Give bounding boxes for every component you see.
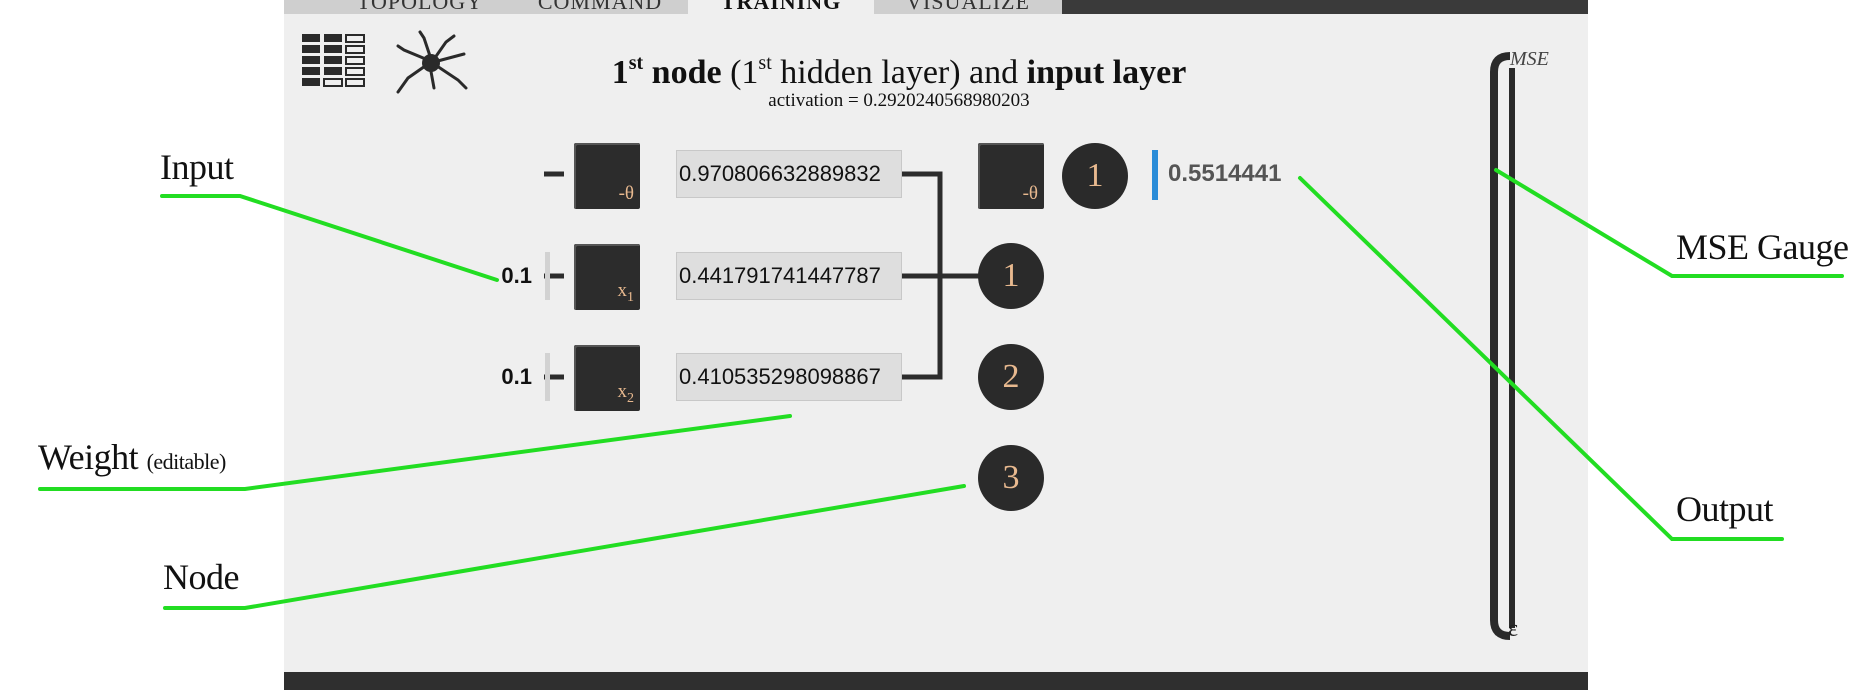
annotation-output: Output xyxy=(1676,489,1774,529)
input-value-x1: 0.1 xyxy=(501,263,532,288)
hidden-node-3[interactable]: 3 xyxy=(978,445,1044,511)
input-unit-x1: x1 xyxy=(574,244,640,310)
annotation-node: Node xyxy=(163,557,239,597)
annotation-weight: Weight (editable) xyxy=(38,437,226,477)
grid-table-icon[interactable] xyxy=(302,34,366,88)
output-bar xyxy=(1152,150,1158,200)
input-value-x2: 0.1 xyxy=(501,364,532,389)
bias-weight-field[interactable]: 0.970806632889832 xyxy=(676,150,902,198)
input-unit-x2: x2 xyxy=(574,345,640,411)
page-title: 1st node (1st hidden layer) and input la… xyxy=(611,52,1187,91)
hidden-node-2[interactable]: 2 xyxy=(978,344,1044,410)
annotation-input: Input xyxy=(160,147,234,187)
activation-readout: activation = 0.2920240568980203 xyxy=(768,90,1030,111)
hidden-bias-unit: -θ xyxy=(978,143,1044,209)
annotation-mse-gauge: MSE Gauge xyxy=(1676,227,1849,267)
mse-gauge xyxy=(1490,52,1515,640)
tab-topology[interactable]: TOPOLOGY xyxy=(328,0,512,14)
logo-tab[interactable] xyxy=(284,0,328,14)
neuron-icon[interactable] xyxy=(394,30,470,96)
bottom-bar xyxy=(284,672,1588,690)
weight-field-x1[interactable]: 0.441791741447787 xyxy=(676,252,902,300)
gauge-bottom-label: ε xyxy=(1508,616,1519,642)
output-value: 0.5514441 xyxy=(1168,160,1282,187)
input-bar-x1 xyxy=(545,252,550,300)
tab-visualize[interactable]: VISUALIZE xyxy=(874,0,1062,14)
output-node-1[interactable]: 1 xyxy=(1062,143,1128,209)
connection-wires xyxy=(544,171,984,380)
training-panel: TOPOLOGY COMMAND TRAINING VISUALIZE xyxy=(284,0,1588,690)
bias-unit: -θ xyxy=(574,143,640,209)
tab-command[interactable]: COMMAND xyxy=(512,0,688,14)
tab-training[interactable]: TRAINING xyxy=(688,0,874,16)
gauge-top-label: MSE xyxy=(1510,48,1549,70)
weight-field-x2[interactable]: 0.410535298098867 xyxy=(676,353,902,401)
input-bar-x2 xyxy=(545,353,550,401)
hidden-node-1[interactable]: 1 xyxy=(978,243,1044,309)
